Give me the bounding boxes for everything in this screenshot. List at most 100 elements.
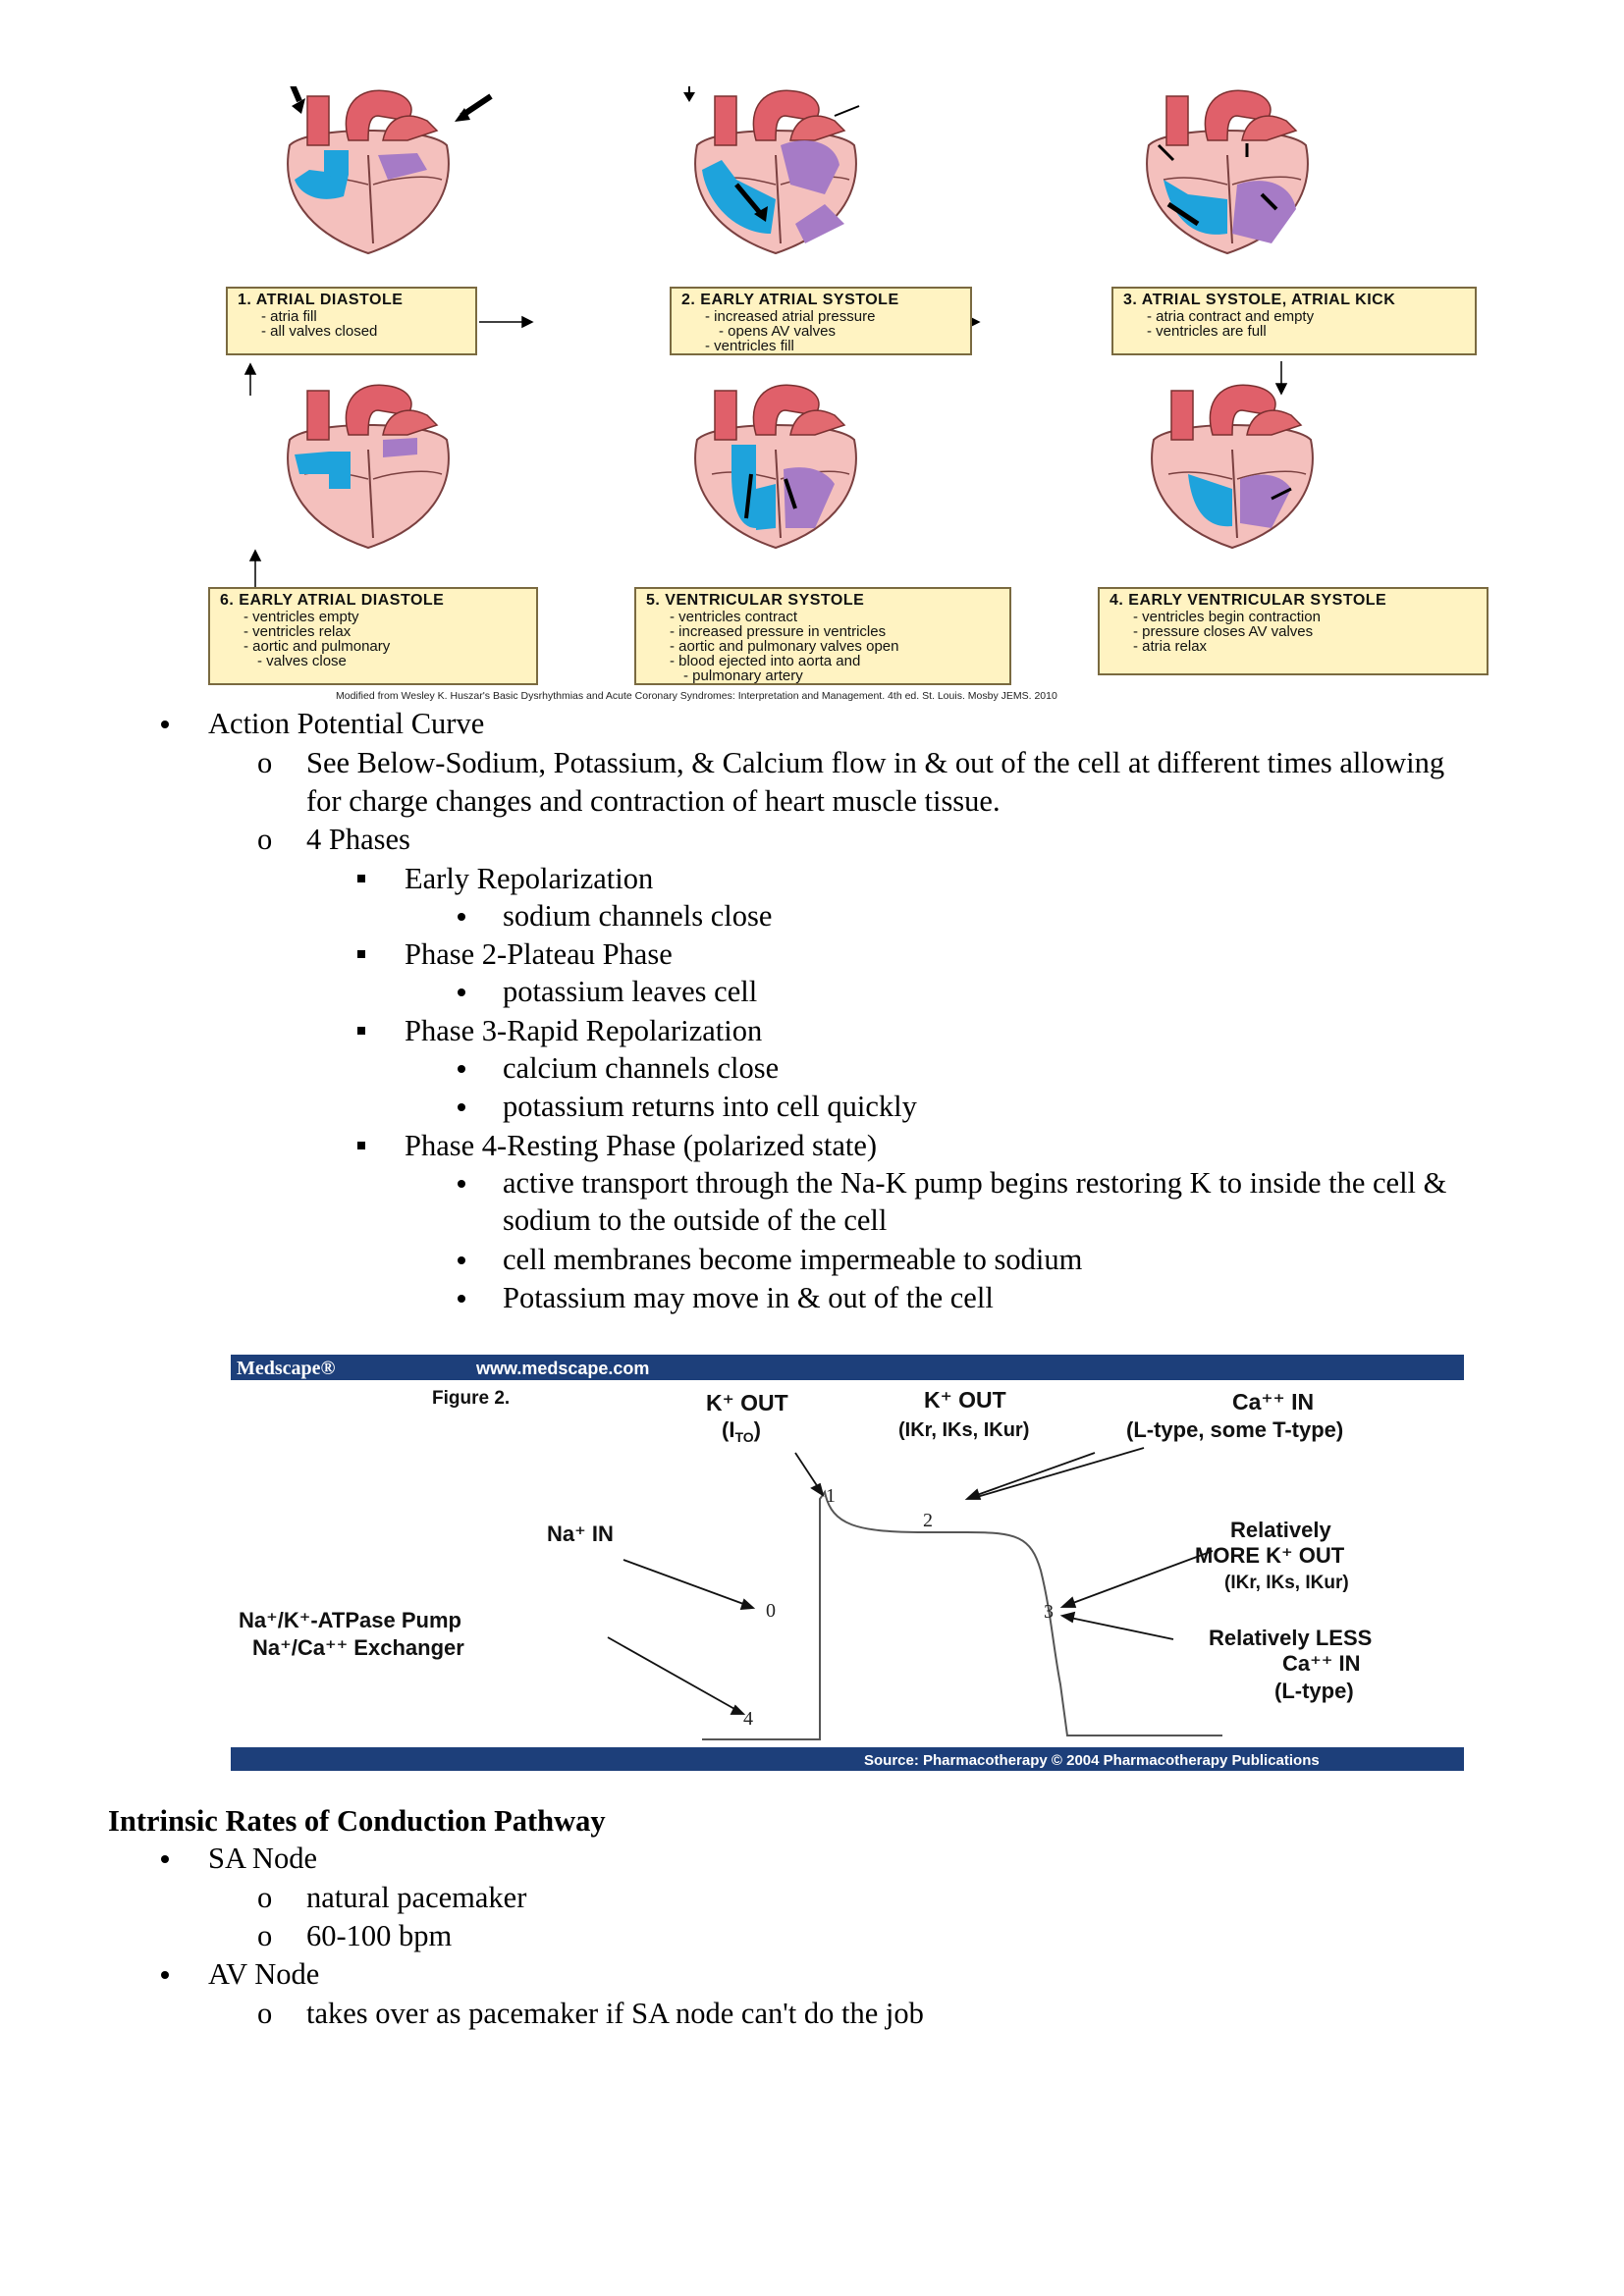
phase-detail: potassium leaves cell — [503, 975, 758, 1008]
cycle-box-item: opens AV valves — [705, 324, 960, 339]
outline-item: AV Node — [208, 1957, 320, 1991]
cycle-box-3: 3. ATRIAL SYSTOLE, ATRIAL KICK atria con… — [1111, 287, 1477, 355]
cycle-box-title: 6. EARLY ATRIAL DIASTOLE — [220, 592, 445, 609]
outline-subitem: See Below-Sodium, Potassium, & Calcium f… — [306, 746, 1445, 779]
action-potential-figure: Medscape® www.medscape.com Source: Pharm… — [231, 1355, 1464, 1771]
k-out-ito-sub: (ITO) — [722, 1417, 761, 1445]
sub-bullet-marker: o — [257, 1919, 273, 1952]
ca-in-label: Ca⁺⁺ IN — [1232, 1389, 1314, 1415]
cycle-box-item: increased atrial pressure — [705, 309, 960, 324]
outline-subitem: 60-100 bpm — [306, 1919, 453, 1952]
cycle-box-title: 2. EARLY ATRIAL SYSTOLE — [681, 292, 899, 308]
k-out-ito-label: K⁺ OUT — [706, 1390, 788, 1415]
cycle-box-title: 3. ATRIAL SYSTOLE, ATRIAL KICK — [1123, 292, 1396, 308]
cycle-box-6: 6. EARLY ATRIAL DIASTOLE ventricles empt… — [208, 587, 538, 685]
heart-diagram-4 — [1151, 384, 1314, 549]
cycle-box-item: atria contract and empty — [1147, 309, 1465, 324]
bullet — [161, 1971, 169, 1979]
heart-diagram-2 — [683, 86, 860, 254]
cycle-box-item: ventricles contract — [670, 610, 1000, 624]
figure-label: Figure 2. — [432, 1388, 510, 1409]
heart-diagram-1 — [287, 86, 493, 254]
outline-item: Action Potential Curve — [208, 707, 485, 740]
cycle-box-title: 4. EARLY VENTRICULAR SYSTOLE — [1110, 592, 1387, 609]
bullet — [458, 1295, 465, 1303]
phase-item: Phase 2-Plateau Phase — [405, 937, 673, 971]
cycle-box-item: atria relax — [1133, 639, 1477, 654]
cycle-box-item: ventricles fill — [705, 339, 960, 353]
phase-detail: potassium returns into cell quickly — [503, 1090, 917, 1123]
cycle-box-item: ventricles relax — [244, 624, 526, 639]
cycle-box-5: 5. VENTRICULAR SYSTOLE ventricles contra… — [634, 587, 1011, 685]
bullet — [161, 1855, 169, 1863]
phase-label-4: 4 — [743, 1708, 753, 1730]
square-bullet — [357, 875, 365, 882]
square-bullet — [357, 1027, 365, 1035]
action-potential-svg: Medscape® www.medscape.com Source: Pharm… — [231, 1355, 1464, 1771]
cardiac-cycle-figure: 1. ATRIAL DIASTOLE atria fill all valves… — [208, 86, 1512, 705]
action-potential-curve — [702, 1489, 1222, 1740]
section-heading: Intrinsic Rates of Conduction Pathway — [108, 1804, 606, 1838]
cycle-box-item: pressure closes AV valves — [1133, 624, 1477, 639]
outline-subitem: natural pacemaker — [306, 1881, 527, 1914]
phase-detail: cell membranes become impermeable to sod… — [503, 1243, 1083, 1276]
bullet — [458, 1065, 465, 1073]
phase-detail: calcium channels close — [503, 1051, 780, 1085]
cycle-box-item: ventricles begin contraction — [1133, 610, 1477, 624]
cycle-box-item: increased pressure in ventricles — [670, 624, 1000, 639]
k-out-ikr-sub: (IKr, IKs, IKur) — [898, 1419, 1029, 1441]
cycle-box-title: 1. ATRIAL DIASTOLE — [238, 292, 404, 308]
bullet — [458, 1180, 465, 1188]
bullet — [161, 721, 169, 728]
outline-subitem: takes over as pacemaker if SA node can't… — [306, 1997, 924, 2030]
phase-label-3: 3 — [1044, 1601, 1054, 1623]
phase-detail: Potassium may move in & out of the cell — [503, 1281, 994, 1314]
source-credit: Source: Pharmacotherapy © 2004 Pharmacot… — [864, 1752, 1320, 1769]
figure-credit: Modified from Wesley K. Huszar's Basic D… — [336, 690, 1057, 702]
outline-item: SA Node — [208, 1842, 317, 1875]
cardiac-cycle-illustration — [244, 86, 1314, 635]
sub-bullet-marker: o — [257, 746, 273, 779]
cycle-box-1: 1. ATRIAL DIASTOLE atria fill all valves… — [226, 287, 477, 355]
sub-bullet-marker: o — [257, 1997, 273, 2030]
cycle-box-item: ventricles empty — [244, 610, 526, 624]
more-k-label-3: (IKr, IKs, IKur) — [1224, 1573, 1349, 1593]
sub-bullet-marker: o — [257, 823, 273, 856]
more-k-label-2: MORE K⁺ OUT — [1195, 1543, 1345, 1568]
phase-label-1: 1 — [826, 1485, 836, 1507]
cycle-box-item: all valves closed — [261, 324, 465, 339]
heart-diagram-5 — [694, 384, 857, 549]
square-bullet — [357, 950, 365, 958]
phase-label-2: 2 — [923, 1510, 933, 1531]
cycle-box-item: pulmonary artery — [670, 668, 1000, 683]
heart-diagram-3 — [1146, 89, 1309, 254]
outline-subitem-cont: for charge changes and contraction of he… — [306, 784, 1001, 818]
sub-bullet-marker: o — [257, 1881, 273, 1914]
cycle-box-4: 4. EARLY VENTRICULAR SYSTOLE ventricles … — [1098, 587, 1489, 675]
cycle-box-2: 2. EARLY ATRIAL SYSTOLE increased atrial… — [670, 287, 972, 355]
more-k-label-1: Relatively — [1230, 1518, 1331, 1542]
cycle-box-item: atria fill — [261, 309, 465, 324]
pump-label-1: Na⁺/K⁺-ATPase Pump — [239, 1608, 461, 1632]
na-in-label: Na⁺ IN — [547, 1522, 614, 1546]
phase-label-0: 0 — [766, 1600, 776, 1622]
k-out-ikr-label: K⁺ OUT — [924, 1387, 1006, 1413]
cycle-box-item: valves close — [244, 654, 526, 668]
less-ca-label-3: (L-type) — [1274, 1679, 1354, 1703]
cycle-box-item: blood ejected into aorta and — [670, 654, 1000, 668]
outline-subitem: 4 Phases — [306, 823, 410, 856]
medscape-logo: Medscape® — [237, 1358, 336, 1379]
phase-item: Early Repolarization — [405, 862, 654, 895]
phase-item: Phase 4-Resting Phase (polarized state) — [405, 1129, 878, 1162]
cycle-box-title: 5. VENTRICULAR SYSTOLE — [646, 592, 865, 609]
bullet — [458, 988, 465, 996]
phase-detail: sodium channels close — [503, 899, 773, 933]
heart-diagram-6 — [287, 384, 450, 549]
square-bullet — [357, 1142, 365, 1149]
less-ca-label-1: Relatively LESS — [1209, 1626, 1372, 1650]
medscape-url: www.medscape.com — [475, 1359, 649, 1378]
ca-in-sub: (L-type, some T-type) — [1126, 1417, 1343, 1442]
phase-detail: active transport through the Na-K pump b… — [503, 1166, 1447, 1200]
cycle-box-item: ventricles are full — [1147, 324, 1465, 339]
phase-detail-cont: sodium to the outside of the cell — [503, 1203, 888, 1237]
